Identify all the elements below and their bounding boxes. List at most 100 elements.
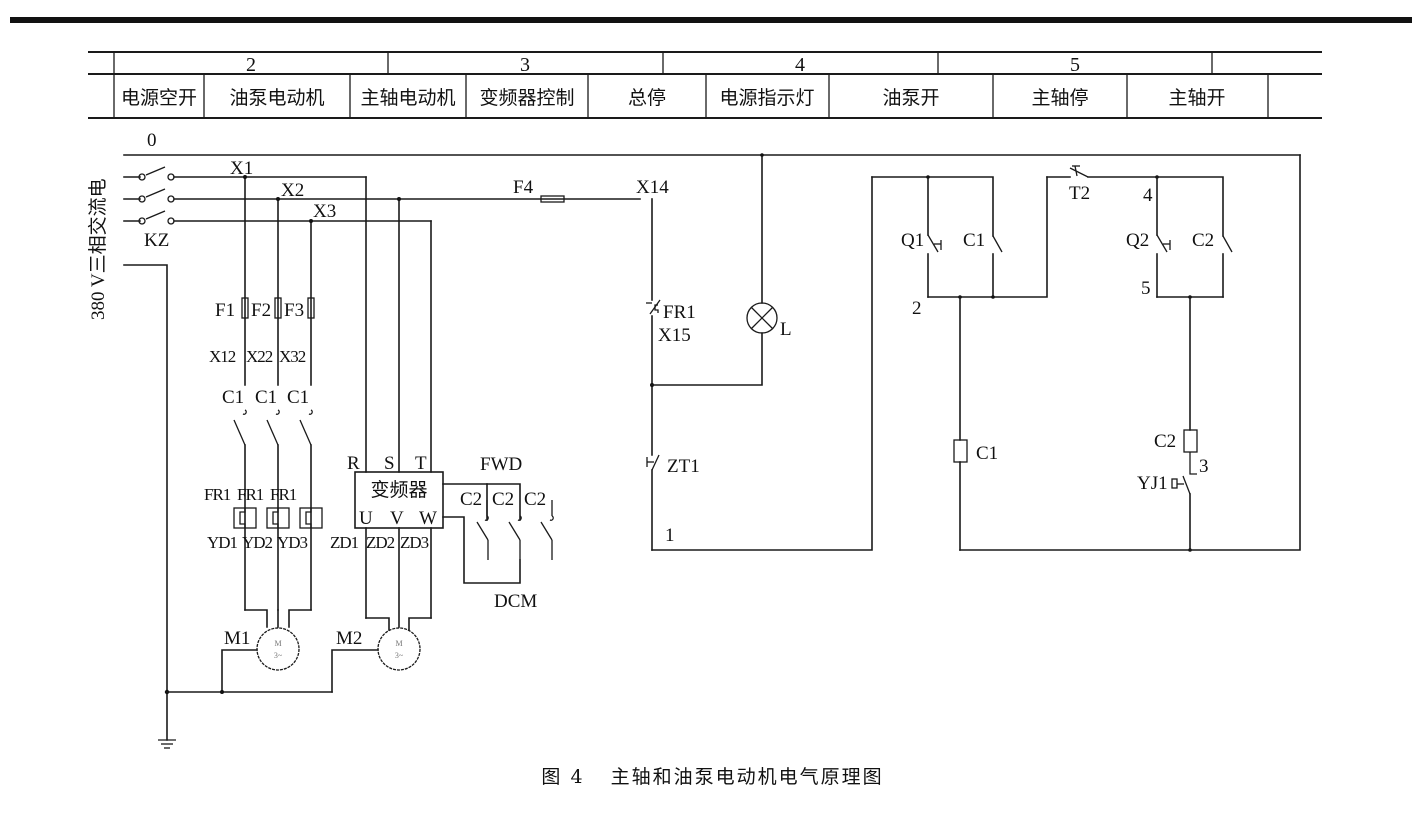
- vfd-input-label: T: [415, 453, 427, 474]
- section-label-oil-pump-on: 油泵开: [882, 87, 939, 109]
- contact-label: C1: [222, 387, 244, 408]
- thermal-contact-label: FR1: [663, 302, 696, 323]
- dcm-wire: [442, 516, 521, 584]
- coil-c1-icon: [953, 439, 968, 463]
- stop-button-t2-label: T2: [1069, 183, 1090, 204]
- section-label-vfd-control: 变频器控制: [479, 87, 574, 109]
- zone-number: 2: [246, 54, 256, 76]
- thermal-relay-label: FR1: [204, 485, 231, 504]
- spindle-rung-top: [1087, 176, 1224, 237]
- contact-label: C2: [524, 489, 546, 510]
- section-label-power-lamp: 电源指示灯: [719, 87, 814, 109]
- node-1-label: 1: [665, 525, 675, 546]
- contact-label: C1: [287, 387, 309, 408]
- vfd-output-label: W: [419, 508, 437, 529]
- lamp-icon: [746, 302, 778, 334]
- contact-label: C1: [255, 387, 277, 408]
- contact-label: C2: [492, 489, 514, 510]
- zone-number: 5: [1070, 54, 1080, 76]
- motor-label-m2: M2: [336, 628, 362, 649]
- breaker-kz: [123, 166, 175, 225]
- section-label-power-breaker: 电源空开: [121, 87, 197, 109]
- motor-m2-icon: M 3~: [377, 627, 421, 671]
- svg-text:M: M: [395, 639, 402, 648]
- ground-icon: [158, 739, 176, 749]
- output-label: ZD3: [400, 533, 429, 552]
- emergency-stop-icon: [646, 454, 660, 471]
- fuse-f4-icon: [540, 195, 565, 203]
- header-table: 2 3 4 5 电源空开 油泵电动机 主轴电动机 变频器控制 总停 电源指示灯 …: [88, 51, 1322, 119]
- motor-label-m1: M1: [224, 628, 250, 649]
- node-4-label: 4: [1143, 185, 1153, 206]
- fuse-f4-label: F4: [513, 177, 534, 198]
- vfd-output-label: V: [390, 508, 404, 529]
- output-label: YD2: [242, 533, 273, 552]
- terminal-label: X12: [209, 347, 236, 366]
- svg-text:M: M: [274, 639, 281, 648]
- motor-m1-icon: M 3~: [256, 627, 300, 671]
- hold-contact-c1-icon: [992, 235, 1003, 253]
- supply-side-label: 380 V三相交流电: [87, 178, 109, 320]
- oil-pump-rung-top: [871, 176, 994, 237]
- thermal-relay-label: FR1: [237, 485, 264, 504]
- start-button-q2-label: Q2: [1126, 230, 1149, 251]
- hold-contact-c1-label: C1: [963, 230, 985, 251]
- vfd-output-label: U: [359, 508, 373, 529]
- motor-m2-ground: [331, 649, 379, 693]
- pressure-relay-label: YJ1: [1137, 473, 1168, 494]
- output-label: YD1: [207, 533, 238, 552]
- emergency-stop-label: ZT1: [667, 456, 700, 477]
- fwd-label: FWD: [480, 454, 522, 475]
- control-circuit: F4 X14 FR1 X15 L ZT1 1: [513, 153, 1301, 552]
- neutral-label: 0: [147, 130, 157, 151]
- terminal-x14-label: X14: [636, 177, 669, 198]
- start-button-q1-label: Q1: [901, 230, 924, 251]
- terminal-label: X32: [279, 347, 306, 366]
- output-label: ZD1: [330, 533, 359, 552]
- thermal-nc-contact-icon: [646, 299, 661, 315]
- phase-label-x1: X1: [230, 158, 253, 179]
- section-label-oil-pump-motor: 油泵电动机: [229, 87, 324, 109]
- vfd-label: 变频器: [370, 479, 427, 501]
- vfd-control: FWD DCM C2 C2 C2: [442, 454, 554, 612]
- section-label-spindle-on: 主轴开: [1168, 87, 1225, 109]
- start-button-q2-icon: [1156, 234, 1171, 253]
- coil-c2-label: C2: [1154, 431, 1176, 452]
- stop-button-t2-icon: [1069, 165, 1089, 178]
- hold-contact-c2-icon: [1222, 235, 1233, 253]
- breaker-label: KZ: [144, 230, 169, 251]
- node-2-bus: [927, 176, 1048, 298]
- fuse-icon: [274, 297, 282, 319]
- pressure-relay-yj1-icon: [1171, 475, 1191, 495]
- vfd-contact-icon: [476, 500, 554, 560]
- node-3-label: 3: [1199, 456, 1209, 477]
- zone-number: 4: [795, 54, 805, 76]
- fuse-label: F2: [251, 300, 271, 321]
- contact-label: C2: [460, 489, 482, 510]
- hold-contact-c2-label: C2: [1192, 230, 1214, 251]
- section-label-main-stop: 总停: [628, 87, 666, 109]
- vfd-input-label: S: [384, 453, 395, 474]
- return-rail: [959, 154, 1301, 551]
- motor-m1-ground: [221, 649, 258, 693]
- vfd-input-label: R: [347, 453, 360, 474]
- ground-wire: [123, 264, 168, 741]
- output-label: YD3: [277, 533, 308, 552]
- svg-text:3~: 3~: [395, 651, 404, 660]
- start-button-q1-icon: [927, 234, 942, 253]
- node-5-label: 5: [1141, 278, 1151, 299]
- section-label-spindle-stop: 主轴停: [1031, 87, 1088, 109]
- contactor-contact-icon: [233, 409, 313, 446]
- terminal-label: X22: [246, 347, 273, 366]
- output-label: ZD2: [366, 533, 395, 552]
- node-2-label: 2: [912, 298, 922, 319]
- coil-c2-icon: [1183, 429, 1198, 453]
- fuse-label: F3: [284, 300, 304, 321]
- power-supply: 380 V三相交流电 0 KZ X1 X2 X3: [87, 130, 1301, 749]
- fuse-label: F1: [215, 300, 235, 321]
- zone-number: 3: [520, 54, 530, 76]
- phase-label-x2: X2: [281, 180, 304, 201]
